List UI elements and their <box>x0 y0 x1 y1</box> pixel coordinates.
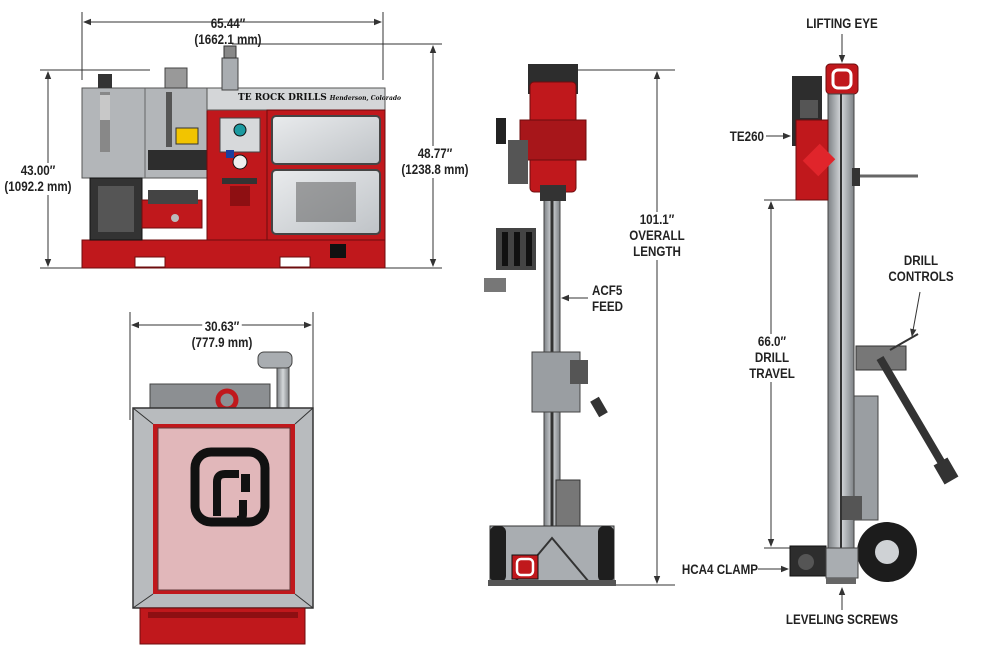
lifting-eye-label: LIFTING EYE <box>806 16 878 31</box>
overall-length-word2: LENGTH <box>633 244 681 259</box>
drill-controls-label: DRILL CONTROLS <box>882 253 959 285</box>
width-in: 65.44″ <box>210 16 246 31</box>
power-unit-side-view <box>40 12 442 269</box>
height-label: 43.00″ (1092.2 mm) <box>0 163 80 195</box>
drill-feed-side-view <box>764 63 959 584</box>
feed-word: FEED <box>592 299 623 314</box>
tank-cap <box>98 74 112 88</box>
te260-label: TE260 <box>729 129 764 144</box>
plate-brand: TE ROCK DRILLS <box>238 93 327 103</box>
end-width-in: 30.63″ <box>202 319 242 335</box>
height-in: 43.00″ <box>20 163 56 178</box>
overall-length-value: 101.1″ <box>639 212 675 227</box>
overall-height-label: 48.77″ (1238.8 mm) <box>392 146 478 178</box>
te-logo-large <box>190 447 270 527</box>
power-unit-end-view <box>129 312 314 645</box>
rock-drill <box>496 64 587 201</box>
feed-base <box>488 525 616 586</box>
feed-label: ACF5 FEED <box>592 283 623 315</box>
upper-window <box>271 115 381 165</box>
leveling-screws-label: LEVELING SCREWS <box>785 612 899 627</box>
callout-leaders <box>561 34 921 610</box>
drill-travel-word1: DRILL <box>754 350 790 365</box>
feed-model: ACF5 <box>592 283 623 298</box>
drill-travel-word2: TRAVEL <box>749 366 795 381</box>
overall-height-in: 48.77″ <box>417 146 453 161</box>
end-width-mm: (777.9 mm) <box>191 335 253 350</box>
overall-length-dimension <box>560 69 675 586</box>
drill-travel-value: 66.0″ <box>757 334 787 349</box>
width-dimension <box>81 12 384 80</box>
end-width-label: 30.63″ (777.9 mm) <box>145 319 300 351</box>
te260-drill <box>792 76 836 201</box>
leveling-screws <box>826 578 856 584</box>
height-mm: (1092.2 mm) <box>4 179 72 194</box>
plate-location: Henderson, Colorado <box>329 95 402 102</box>
drill-controls-word2: CONTROLS <box>888 269 954 284</box>
overall-height-mm: (1238.8 mm) <box>401 162 469 177</box>
width-mm: (1662.1 mm) <box>194 32 262 47</box>
hca4-clamp-label: HCA4 CLAMP <box>681 562 758 577</box>
width-label: 65.44″ (1662.1 mm) <box>146 16 309 48</box>
overall-length-label: 101.1″ OVERALL LENGTH <box>618 212 696 260</box>
drill-controls-arm <box>855 333 959 485</box>
overall-length-word1: OVERALL <box>629 228 685 243</box>
drill-controls-word1: DRILL <box>903 253 939 268</box>
drill-feed-front-view <box>484 64 675 586</box>
drill-travel-label: 66.0″ DRILL TRAVEL <box>740 334 804 382</box>
